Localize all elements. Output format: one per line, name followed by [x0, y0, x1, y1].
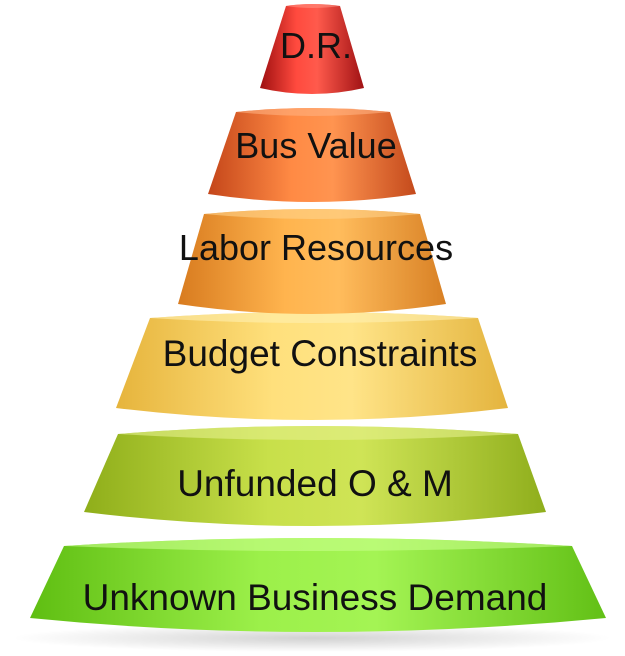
tier-budget-constraints: Budget Constraints — [116, 312, 508, 420]
tier-4-band — [116, 312, 508, 420]
tier-4-label: Budget Constraints — [163, 333, 478, 374]
tier-labor-resources: Labor Resources — [178, 209, 453, 314]
ground-shadow — [12, 624, 612, 652]
tier-2-label: Bus Value — [235, 125, 396, 166]
tier-2-top-rim — [236, 108, 390, 116]
tier-bus-value: Bus Value — [208, 108, 416, 202]
tier-5-band — [84, 426, 546, 526]
tier-5-top-rim — [118, 426, 518, 440]
tier-4-top-rim — [150, 312, 478, 323]
tier-6-label: Unknown Business Demand — [83, 577, 548, 618]
tier-unknown-business-demand: Unknown Business Demand — [30, 538, 606, 632]
tier-6-top-rim — [64, 538, 572, 551]
tier-3-label: Labor Resources — [179, 227, 453, 268]
tier-1-top-rim — [286, 4, 340, 8]
tier-5-label: Unfunded O & M — [177, 463, 453, 504]
tier-3-top-rim — [204, 209, 420, 219]
tier-unfunded-o-and-m: Unfunded O & M — [84, 426, 546, 526]
tier-3-band — [178, 209, 446, 314]
tier-dr: D.R. — [260, 4, 364, 94]
tier-1-band — [260, 4, 364, 94]
tier-1-label: D.R. — [280, 25, 352, 66]
tier-2-band — [208, 108, 416, 202]
tier-6-band — [30, 538, 606, 632]
